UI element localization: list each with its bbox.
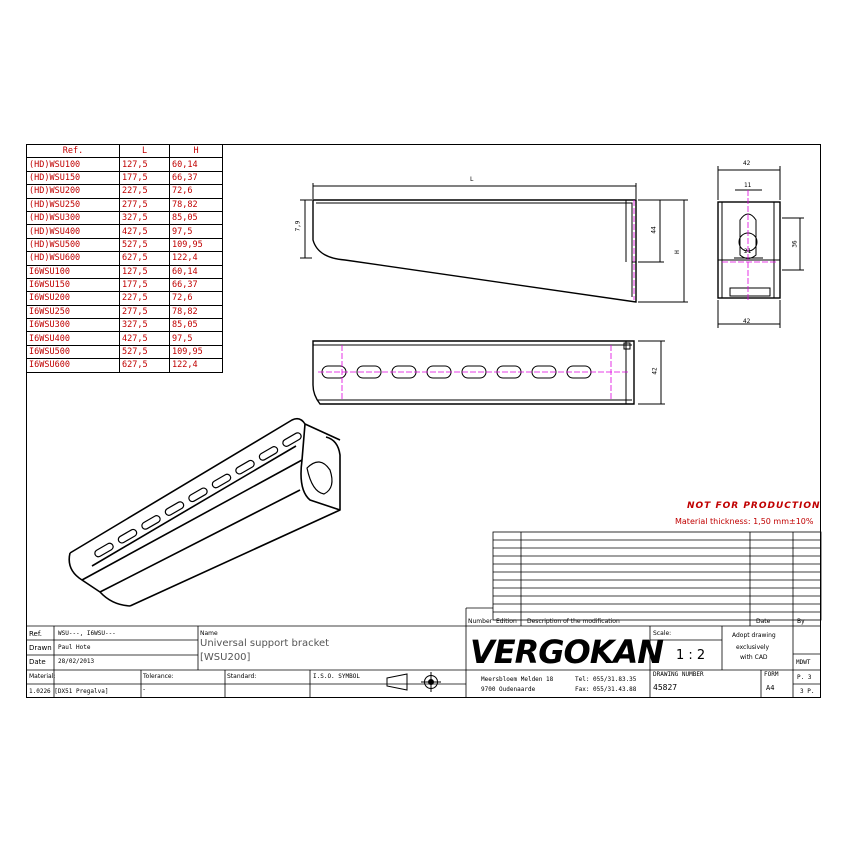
drawing-subtitle: [WSU200] [200,652,251,663]
fax: Fax: 055/31.43.88 [575,686,637,693]
adopt-line1: Adopt drawing [732,632,776,639]
ref-cell: I6WSU600 [26,358,120,373]
drawn-value: Paul Hote [58,644,91,651]
name-label: Name [200,630,218,637]
drawing-title: Universal support bracket [200,638,330,649]
tolerance-label: Tolerance: [143,673,174,680]
isometric-slot [164,501,185,516]
tel: Tel: 055/31.83.35 [575,676,637,683]
dim-end-hole-label: 21 [744,248,752,255]
date-value: 28/02/2013 [58,658,95,665]
isometric-slot [117,528,138,544]
rev-by-label: By [797,618,805,625]
rev-date-label: Date [756,618,771,625]
isometric-slots [94,432,302,558]
ref-value: WSU---, I6WSU--- [58,630,116,637]
tolerance-value: - [143,686,146,693]
material-thickness-note: Material thickness: 1,50 mm±10% [675,517,814,526]
scale-value: 1 : 2 [676,648,706,663]
material-label: Material: [29,673,56,680]
date-label: Date [29,658,46,666]
drawn-label: Drawn [29,644,52,652]
bottom-view-centerline [318,345,630,400]
isometric-slot [94,542,114,558]
rev-description-label: Description of the modification [527,618,620,625]
isometric-slot [282,432,302,447]
end-view-centerline [722,190,776,300]
dim-end-bottom-label: 42 [743,318,751,325]
dim-l-label: L [470,176,474,183]
ref-label: Ref. [29,630,43,638]
isometric-slot [258,446,279,461]
side-view [300,183,688,303]
iso-symbol-label: I.S.O. SYMBOL [313,673,360,680]
iso-projection-symbol [386,672,441,692]
dim-end-slot-label: 11 [744,182,752,189]
scale-label: Scale: [653,630,672,637]
page-label: P. 3 [797,674,812,681]
drawing-number-label: DRAWING NUMBER [653,671,704,678]
address-line2: 9700 Oudenaarde [481,686,536,693]
not-for-production-warning: NOT FOR PRODUCTION [687,501,821,511]
isometric-slot [211,473,232,489]
adopt-line3: with CAD [740,654,768,661]
adopt-line2: exclusively [736,644,770,651]
pages-label: 3 P. [800,688,815,695]
form-value: A4 [766,684,775,692]
rev-edition-label: Edition [496,618,517,625]
standard-label: Standard: [227,673,257,680]
isometric-slot [188,487,208,503]
drawing-number: 45827 [653,683,678,692]
material-value: 1.0226 [DX51 Pregalva] [29,688,109,695]
h-cell: 122,4 [169,358,223,373]
company-logo: VERGOKAN [470,633,664,671]
isometric-slot [235,459,255,475]
isometric-view [68,417,341,607]
drawing-frame [26,144,821,698]
bottom-view-slot [356,365,382,379]
bottom-view [312,340,665,405]
isometric-slot [141,515,161,530]
dim-end-top-label: 42 [743,160,751,167]
address-line1: Meersbloem Melden 18 [481,676,554,683]
mdwt-label: MDWT [796,659,811,666]
form-label: FORM [764,671,779,678]
rev-number-label: Number [468,618,493,625]
